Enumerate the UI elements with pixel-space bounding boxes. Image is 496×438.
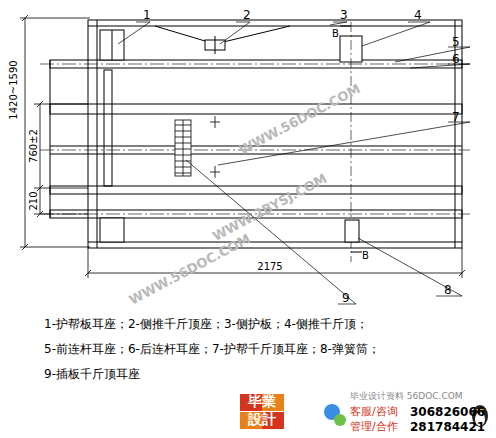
guard-ear-seat [100, 30, 124, 60]
leader-line [410, 64, 470, 68]
contact-number: 306826066 [410, 406, 485, 419]
leader-line [330, 22, 347, 25]
connecting-bar [40, 64, 470, 65]
guard-ear-seat [100, 30, 124, 242]
part-list-line: 1-护帮板耳座；2-侧推千斤顶座；3-侧护板；4-侧推千斤顶； [44, 318, 368, 331]
part-list-line: 5-前连杆耳座；6-后连杆耳座；7-护帮千斤顶耳座；8-弹簧筒； [44, 343, 380, 356]
callout-number: 1 [143, 9, 151, 22]
dimension-text: 760±2 [28, 129, 39, 163]
callout-number: 3 [340, 9, 348, 22]
dimension-line [40, 104, 41, 214]
connecting-bar [50, 60, 51, 218]
dimension-text: 2175 [257, 261, 282, 272]
logo-text: 設計 [248, 412, 276, 427]
dimension-line [20, 247, 90, 248]
spring-cylinder [345, 220, 359, 242]
connecting-bar [40, 60, 470, 218]
guard-ear-seat [104, 70, 112, 186]
dimension-line [25, 18, 26, 247]
contact-label: 客服/咨询 [350, 406, 398, 418]
callout-number: 4 [414, 9, 422, 22]
guard-jack-ear-seat [210, 122, 220, 123]
dimension-line [88, 273, 462, 274]
watermark: WWW.2BYSJ.COM [210, 172, 329, 244]
logo-text: 毕業 [248, 394, 276, 409]
guard-ear-seat [100, 218, 124, 242]
part-list-line: 9-插板千斤顶耳座 [44, 368, 140, 381]
side-jack-seat [215, 36, 216, 54]
site-text: 毕业设计资料 56DOC.COM [350, 392, 463, 402]
callout-number: 7 [452, 111, 460, 124]
watermark: WWW.56DOC.COM [127, 232, 253, 308]
callout-number: 9 [342, 292, 350, 305]
spring-cylinder [345, 220, 359, 242]
contact-label: 管理/合作 [350, 421, 398, 433]
callout-number: 6 [452, 53, 460, 66]
dimension-text: 1420~1590 [8, 60, 19, 119]
guard-jack-ear-seat [183, 120, 184, 176]
guard-jack-ear-seat [210, 172, 220, 173]
section-mark: B [332, 28, 339, 39]
connecting-bar [50, 186, 462, 194]
side-jack [340, 26, 362, 252]
watermark: WWW.56DOC.COM [237, 82, 363, 158]
leader-line [220, 22, 250, 44]
callout-number: 5 [452, 36, 460, 49]
callout-number: 2 [243, 9, 251, 22]
leader-line [362, 22, 430, 46]
guard-ear-seat [112, 30, 113, 60]
callout-number: 8 [444, 284, 452, 297]
contact-number: 281784421 [410, 421, 485, 434]
dimension-line [20, 18, 90, 19]
leader-line [118, 22, 470, 304]
dimension-line [34, 188, 88, 189]
section-mark: B [362, 250, 369, 261]
logo-stamp [240, 394, 284, 429]
side-plate [88, 242, 462, 243]
guard-jack-ear-seat [175, 120, 191, 176]
leader-line [186, 160, 356, 304]
dimension-text: 210 [28, 191, 39, 210]
leader-line [118, 22, 150, 44]
guard-jack-ear-seat [175, 116, 220, 178]
side-jack-seat [155, 26, 290, 54]
qq-icon [334, 414, 346, 426]
